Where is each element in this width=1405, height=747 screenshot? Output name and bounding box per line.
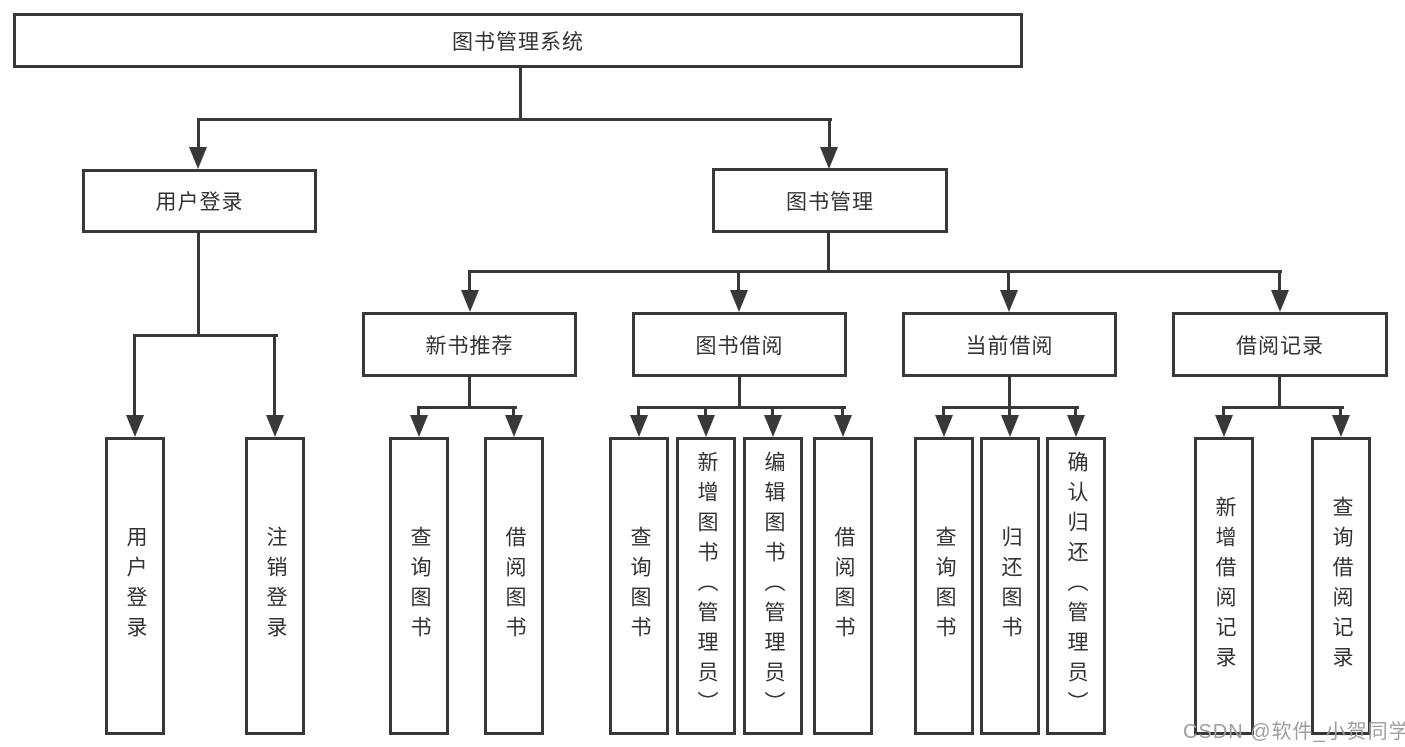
leaf-user-login-label: 用户登录: [124, 526, 147, 646]
leaf-logout: 注销登录: [245, 437, 305, 735]
connector-vline: [1278, 270, 1281, 294]
node-book-borrowing-label: 图书借阅: [695, 334, 784, 358]
connector-vline: [519, 66, 522, 120]
leaf-edit-books-admin-label: 编辑图书（管理员）: [762, 451, 785, 721]
leaf-borrow-query-books: 查询图书: [609, 437, 669, 735]
connector-vline: [133, 334, 136, 416]
leaf-rec-borrow-books: 借阅图书: [484, 437, 544, 735]
connector-vline: [273, 334, 276, 416]
node-user-login-label: 用户登录: [155, 191, 244, 214]
node-borrowing-records: 借阅记录: [1172, 312, 1388, 377]
leaf-borrow-books-label: 借阅图书: [832, 526, 855, 646]
leaf-add-books-admin: 新增图书（管理员）: [676, 437, 736, 735]
connector-vline: [737, 270, 740, 294]
leaf-current-query-books-label: 查询图书: [933, 526, 956, 646]
connector-vline: [1339, 406, 1342, 418]
arrowhead-down-icon: [126, 415, 144, 437]
node-new-book-recommendation-label: 新书推荐: [425, 334, 514, 358]
arrowhead-down-icon: [1215, 415, 1233, 437]
arrowhead-down-icon: [630, 415, 648, 437]
leaf-rec-borrow-books-label: 借阅图书: [503, 526, 526, 646]
arrowhead-down-icon: [764, 415, 782, 437]
arrowhead-down-icon: [1332, 415, 1350, 437]
leaf-add-books-admin-label: 新增图书（管理员）: [695, 451, 718, 721]
leaf-user-login: 用户登录: [105, 437, 165, 735]
leaf-confirm-return-admin-label: 确认归还（管理员）: [1065, 451, 1088, 721]
connector-vline: [512, 406, 515, 418]
arrowhead-down-icon: [266, 415, 284, 437]
leaf-confirm-return-admin: 确认归还（管理员）: [1046, 437, 1106, 735]
arrowhead-down-icon: [935, 415, 953, 437]
connector-hline: [133, 334, 278, 337]
connector-vline: [738, 374, 741, 409]
node-current-borrowing-label: 当前借阅: [965, 334, 1054, 358]
node-root-label: 图书管理系统: [452, 30, 584, 54]
connector-vline: [1074, 406, 1077, 418]
connector-vline: [197, 118, 200, 150]
connector-hline: [197, 118, 832, 121]
leaf-logout-label: 注销登录: [264, 526, 287, 646]
leaf-current-query-books: 查询图书: [914, 437, 974, 735]
arrowhead-down-icon: [1067, 415, 1085, 437]
node-book-management-label: 图书管理: [786, 190, 874, 214]
leaf-return-books-label: 归还图书: [999, 526, 1022, 646]
watermark: CSDN @软件_小贺同学: [1183, 721, 1405, 743]
connector-vline: [828, 118, 831, 150]
node-borrowing-records-label: 借阅记录: [1236, 334, 1324, 358]
connector-hline: [1222, 406, 1344, 409]
connector-vline: [771, 406, 774, 418]
connector-vline: [704, 406, 707, 418]
node-current-borrowing: 当前借阅: [902, 312, 1117, 377]
leaf-rec-query-books-label: 查询图书: [408, 526, 431, 646]
leaf-add-borrow-record-label: 新增借阅记录: [1213, 496, 1236, 676]
arrowhead-down-icon: [1271, 290, 1289, 312]
node-book-borrowing: 图书借阅: [632, 312, 847, 377]
leaf-rec-query-books: 查询图书: [389, 437, 449, 735]
arrowhead-down-icon: [730, 290, 748, 312]
connector-vline: [827, 231, 830, 273]
arrowhead-down-icon: [505, 415, 523, 437]
arrowhead-down-icon: [820, 147, 838, 169]
arrowhead-down-icon: [1000, 290, 1018, 312]
connector-hline: [637, 406, 846, 409]
connector-vline: [468, 374, 471, 409]
connector-vline: [637, 406, 640, 418]
arrowhead-down-icon: [410, 415, 428, 437]
node-new-book-recommendation: 新书推荐: [362, 312, 577, 377]
connector-vline: [1278, 374, 1281, 409]
leaf-add-borrow-record: 新增借阅记录: [1194, 437, 1254, 735]
arrowhead-down-icon: [697, 415, 715, 437]
leaf-return-books: 归还图书: [980, 437, 1040, 735]
leaf-query-borrow-record: 查询借阅记录: [1311, 437, 1371, 735]
connector-vline: [417, 406, 420, 418]
leaf-borrow-books: 借阅图书: [813, 437, 873, 735]
leaf-borrow-query-books-label: 查询图书: [628, 526, 651, 646]
connector-hline: [468, 270, 1282, 273]
connector-vline: [942, 406, 945, 418]
node-book-management: 图书管理: [712, 168, 948, 233]
connector-vline: [468, 270, 471, 294]
connector-vline: [1008, 406, 1011, 418]
node-user-login: 用户登录: [82, 169, 317, 233]
leaf-query-borrow-record-label: 查询借阅记录: [1330, 496, 1353, 676]
arrowhead-down-icon: [1001, 415, 1019, 437]
connector-vline: [197, 231, 200, 336]
node-root: 图书管理系统: [13, 13, 1023, 68]
arrowhead-down-icon: [189, 147, 207, 169]
connector-vline: [1008, 374, 1011, 409]
connector-hline: [417, 406, 517, 409]
arrowhead-down-icon: [834, 415, 852, 437]
leaf-edit-books-admin: 编辑图书（管理员）: [743, 437, 803, 735]
arrowhead-down-icon: [461, 290, 479, 312]
connector-vline: [1222, 406, 1225, 418]
connector-vline: [841, 406, 844, 418]
connector-vline: [1007, 270, 1010, 294]
